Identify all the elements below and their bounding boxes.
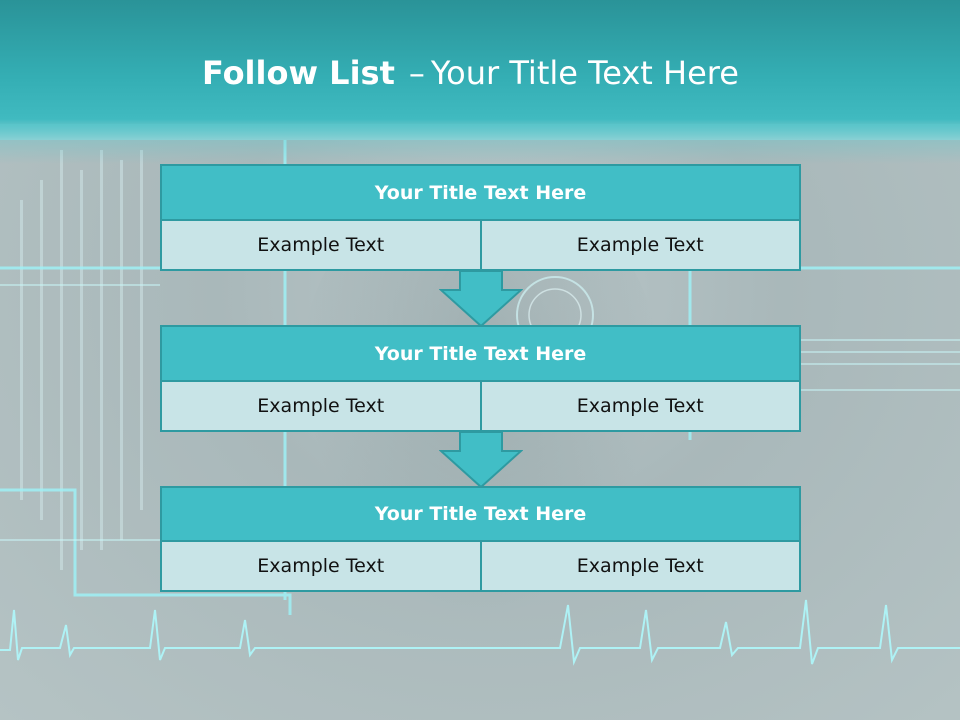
title-bold: Follow List (202, 54, 395, 92)
follow-block-3: Your Title Text Here Example Text Exampl… (160, 486, 801, 592)
block-title[interactable]: Your Title Text Here (160, 325, 801, 382)
block-cell-right[interactable]: Example Text (479, 221, 801, 271)
follow-block-2: Your Title Text Here Example Text Exampl… (160, 325, 801, 432)
title-rest: Your Title Text Here (430, 54, 739, 92)
block-row: Example Text Example Text (160, 382, 801, 432)
down-arrow-icon (439, 270, 523, 328)
block-cell-left[interactable]: Example Text (160, 542, 482, 592)
block-cell-right[interactable]: Example Text (479, 542, 801, 592)
block-title[interactable]: Your Title Text Here (160, 486, 801, 542)
block-row: Example Text Example Text (160, 221, 801, 271)
title-dash: – (408, 54, 425, 92)
title-bar-fade (0, 124, 960, 164)
title-bar (0, 0, 960, 140)
follow-block-1: Your Title Text Here Example Text Exampl… (160, 164, 801, 271)
block-cell-left[interactable]: Example Text (160, 221, 482, 271)
page-title: Follow List–Your Title Text Here (202, 54, 739, 92)
block-cell-left[interactable]: Example Text (160, 382, 482, 432)
block-cell-right[interactable]: Example Text (479, 382, 801, 432)
down-arrow-icon (439, 431, 523, 489)
block-title[interactable]: Your Title Text Here (160, 164, 801, 221)
block-row: Example Text Example Text (160, 542, 801, 592)
